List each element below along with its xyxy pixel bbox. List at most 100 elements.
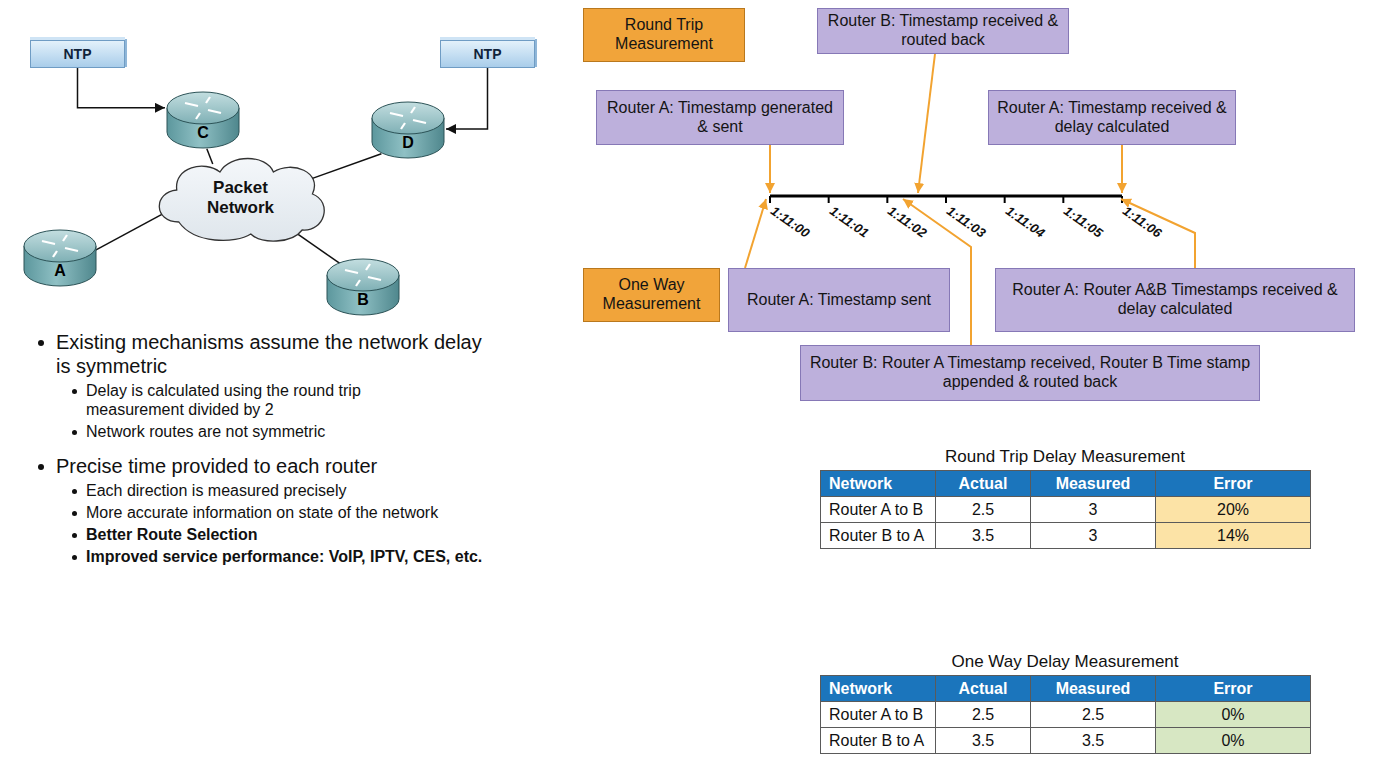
- table-header-cell: Network: [820, 470, 936, 497]
- edge-layer: [78, 68, 488, 264]
- table-cell: 2.5: [1030, 701, 1156, 728]
- bullet-item: Precise time provided to each router: [38, 454, 486, 478]
- bullet-dot: [38, 340, 44, 346]
- bullet-text: Existing mechanisms assume the network d…: [56, 330, 486, 378]
- cell-text: 2.5: [972, 501, 994, 519]
- sub-bullet-text: Better Route Selection: [86, 525, 258, 544]
- timeline-tick: [1004, 196, 1006, 203]
- table-cell: 3: [1030, 496, 1156, 523]
- time-label: 1:11:04: [1003, 204, 1047, 241]
- timeline: [770, 196, 1122, 203]
- bullet-dot: [72, 430, 77, 435]
- cell-text: 2.5: [1082, 706, 1104, 724]
- event-callout-box: Router B: Router A Timestamp received, R…: [800, 345, 1260, 401]
- node-text: Packet Network: [191, 178, 291, 217]
- node-text: Router A: Timestamp sent: [747, 291, 931, 310]
- cell-text: Network: [829, 475, 892, 493]
- bullet-item: Each direction is measured precisely: [72, 481, 486, 500]
- bullet-item: Delay is calculated using the round trip…: [72, 381, 486, 419]
- sub-bullet-text: More accurate information on state of th…: [86, 503, 438, 522]
- cell-text: 3.5: [972, 732, 994, 750]
- node-text: One Way Measurement: [592, 276, 711, 314]
- table-cell: 0%: [1155, 727, 1311, 754]
- cell-text: Router A to B: [829, 706, 923, 724]
- sub-bullet-text: Improved service performance: VoIP, IPTV…: [86, 547, 482, 566]
- timeline-tick: [886, 196, 888, 203]
- table-header-cell: Measured: [1030, 675, 1156, 702]
- bullet-item: Existing mechanisms assume the network d…: [38, 330, 486, 378]
- bullet-dot: [72, 489, 77, 494]
- cell-text: Router A to B: [829, 501, 923, 519]
- leader-arrow: [1121, 145, 1123, 193]
- network-link: [207, 149, 213, 164]
- table-header-cell: Actual: [935, 470, 1031, 497]
- cell-text: Error: [1213, 475, 1252, 493]
- time-label: 1:11:03: [944, 204, 988, 241]
- network-cloud: Packet Network: [148, 152, 333, 244]
- bullet-list: Existing mechanisms assume the network d…: [38, 330, 486, 566]
- timeline-tick: [769, 196, 771, 203]
- bullet-dot: [38, 464, 44, 470]
- cell-text: Actual: [959, 475, 1008, 493]
- cell-text: 3: [1089, 527, 1098, 545]
- sub-bullet-text: Network routes are not symmetric: [86, 422, 325, 441]
- bullet-dot: [72, 533, 77, 538]
- node-text: Router B: Timestamp received & routed ba…: [826, 12, 1060, 50]
- event-callout-box: Router A: Timestamp sent: [728, 268, 950, 332]
- cell-text: Error: [1213, 680, 1252, 698]
- node-text: D: [370, 98, 446, 151]
- table-header-cell: Actual: [935, 675, 1031, 702]
- table-header-cell: Measured: [1030, 470, 1156, 497]
- node-text: Router A: Timestamp received & delay cal…: [997, 99, 1227, 137]
- network-link: [296, 233, 340, 264]
- node-text: NTP: [474, 46, 502, 62]
- table-cell: Router B to A: [820, 727, 936, 754]
- event-callout-box: Router A: Timestamp generated & sent: [596, 90, 844, 145]
- leader-arrow: [745, 199, 766, 268]
- bullet-dot: [72, 555, 77, 560]
- event-callout-box: Router B: Timestamp received & routed ba…: [817, 8, 1069, 54]
- sub-bullet-text: Delay is calculated using the round trip…: [86, 381, 431, 419]
- table-cell: 2.5: [935, 496, 1031, 523]
- bullet-dot: [72, 511, 77, 516]
- sub-bullet-text: Each direction is measured precisely: [86, 481, 347, 500]
- table-cell: 3.5: [935, 727, 1031, 754]
- cell-text: 3: [1089, 501, 1098, 519]
- table-cell: Router A to B: [820, 496, 936, 523]
- router-icon: D: [370, 98, 446, 160]
- leader-arrow: [918, 54, 935, 193]
- timeline-tick: [1062, 196, 1064, 203]
- cell-text: 0%: [1221, 706, 1244, 724]
- node-text: Router A: Timestamp generated & sent: [605, 99, 835, 137]
- time-label: 1:11:05: [1061, 204, 1105, 241]
- table-title: Round Trip Delay Measurement: [820, 447, 1310, 467]
- bullet-dot: [72, 389, 77, 394]
- table-cell: Router B to A: [820, 522, 936, 549]
- table-cell: Router A to B: [820, 701, 936, 728]
- table-title: One Way Delay Measurement: [820, 652, 1310, 672]
- ntp-server-box: NTP: [440, 40, 535, 68]
- table-cell: 3.5: [1030, 727, 1156, 754]
- table-cell: 3.5: [935, 522, 1031, 549]
- cell-text: 3.5: [1082, 732, 1104, 750]
- cell-text: Measured: [1056, 475, 1131, 493]
- bullet-item: More accurate information on state of th…: [72, 503, 486, 522]
- node-text: C: [165, 88, 241, 141]
- bullet-text: Precise time provided to each router: [56, 454, 377, 478]
- table-cell: 20%: [1155, 496, 1311, 523]
- router-icon: C: [165, 88, 241, 150]
- node-text: Router B: Router A Timestamp received, R…: [809, 354, 1251, 392]
- ntp-feed-arrow: [446, 68, 488, 129]
- cell-text: Actual: [959, 680, 1008, 698]
- event-callout-box: Router A: Router A&B Timestamps received…: [995, 268, 1355, 332]
- cell-text: Network: [829, 680, 892, 698]
- cell-text: 3.5: [972, 527, 994, 545]
- cell-text: 20%: [1217, 501, 1249, 519]
- cell-text: 14%: [1217, 527, 1249, 545]
- node-text: B: [325, 255, 401, 308]
- ntp-server-box: NTP: [30, 40, 125, 68]
- router-icon: B: [325, 255, 401, 317]
- table-cell: 2.5: [935, 701, 1031, 728]
- measurement-label-box: Round Trip Measurement: [583, 8, 745, 62]
- network-link: [309, 154, 381, 180]
